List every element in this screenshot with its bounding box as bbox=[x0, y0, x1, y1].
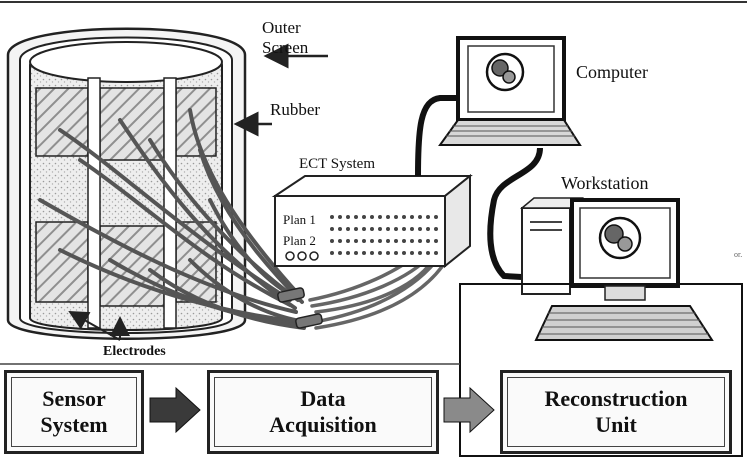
stray-text: or. bbox=[734, 250, 743, 259]
data-acquisition-box: Data Acquisition bbox=[207, 370, 439, 454]
workstation-label: Workstation bbox=[561, 173, 649, 193]
connector-dots bbox=[330, 215, 438, 255]
sensor-system-box: Sensor System bbox=[4, 370, 144, 454]
ect-system-label: ECT System bbox=[299, 156, 375, 172]
data-line-1: Data bbox=[300, 386, 346, 411]
rubber-label: Rubber bbox=[270, 100, 321, 119]
electrodes-label: Electrodes bbox=[103, 344, 166, 359]
plan1-label: Plan 1 bbox=[283, 212, 316, 227]
flow-arrow-1 bbox=[149, 386, 201, 434]
flow-arrow-2 bbox=[443, 386, 495, 434]
computer-laptop bbox=[438, 36, 582, 146]
sensor-line-1: Sensor bbox=[42, 386, 106, 411]
plan2-label: Plan 2 bbox=[283, 233, 316, 248]
reconstruction-region bbox=[459, 283, 743, 457]
workstation bbox=[519, 197, 714, 341]
sensor-cylinder bbox=[6, 27, 247, 341]
cylinder-top bbox=[29, 41, 223, 83]
outer-screen-label-1: Outer bbox=[262, 18, 301, 37]
computer-label: Computer bbox=[576, 62, 648, 82]
recon-line-1: Reconstruction bbox=[544, 386, 688, 411]
recon-line-2: Unit bbox=[595, 412, 637, 437]
cable-connector-2 bbox=[295, 313, 323, 329]
data-line-2: Acquisition bbox=[269, 412, 377, 437]
ect-system-unit bbox=[271, 173, 473, 269]
ect-computer-cable bbox=[415, 95, 462, 177]
outer-screen-label-2: Screen bbox=[262, 38, 309, 57]
electrode-plates bbox=[35, 87, 217, 307]
cable-connector-1 bbox=[277, 287, 305, 303]
reconstruction-unit-box: Reconstruction Unit bbox=[500, 370, 732, 454]
sensor-line-2: System bbox=[40, 412, 108, 437]
computer-workstation-cable bbox=[487, 147, 543, 281]
